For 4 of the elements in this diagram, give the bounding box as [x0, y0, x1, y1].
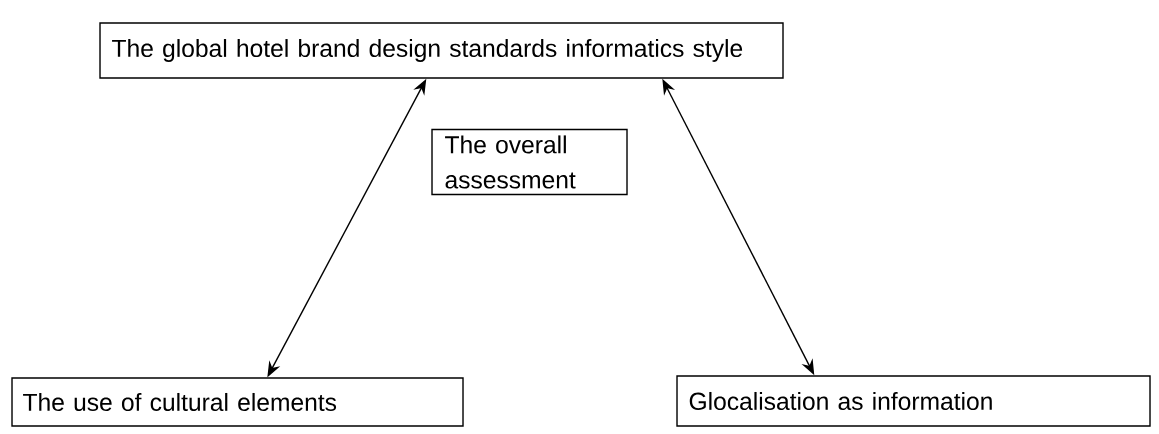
text-box: The overall assessment [431, 128, 628, 196]
text-box: The global hotel brand design standards informatics style [99, 22, 784, 79]
text-box: Glocalisation as information [676, 375, 1151, 427]
text-box: The use of cultural elements [11, 377, 464, 427]
